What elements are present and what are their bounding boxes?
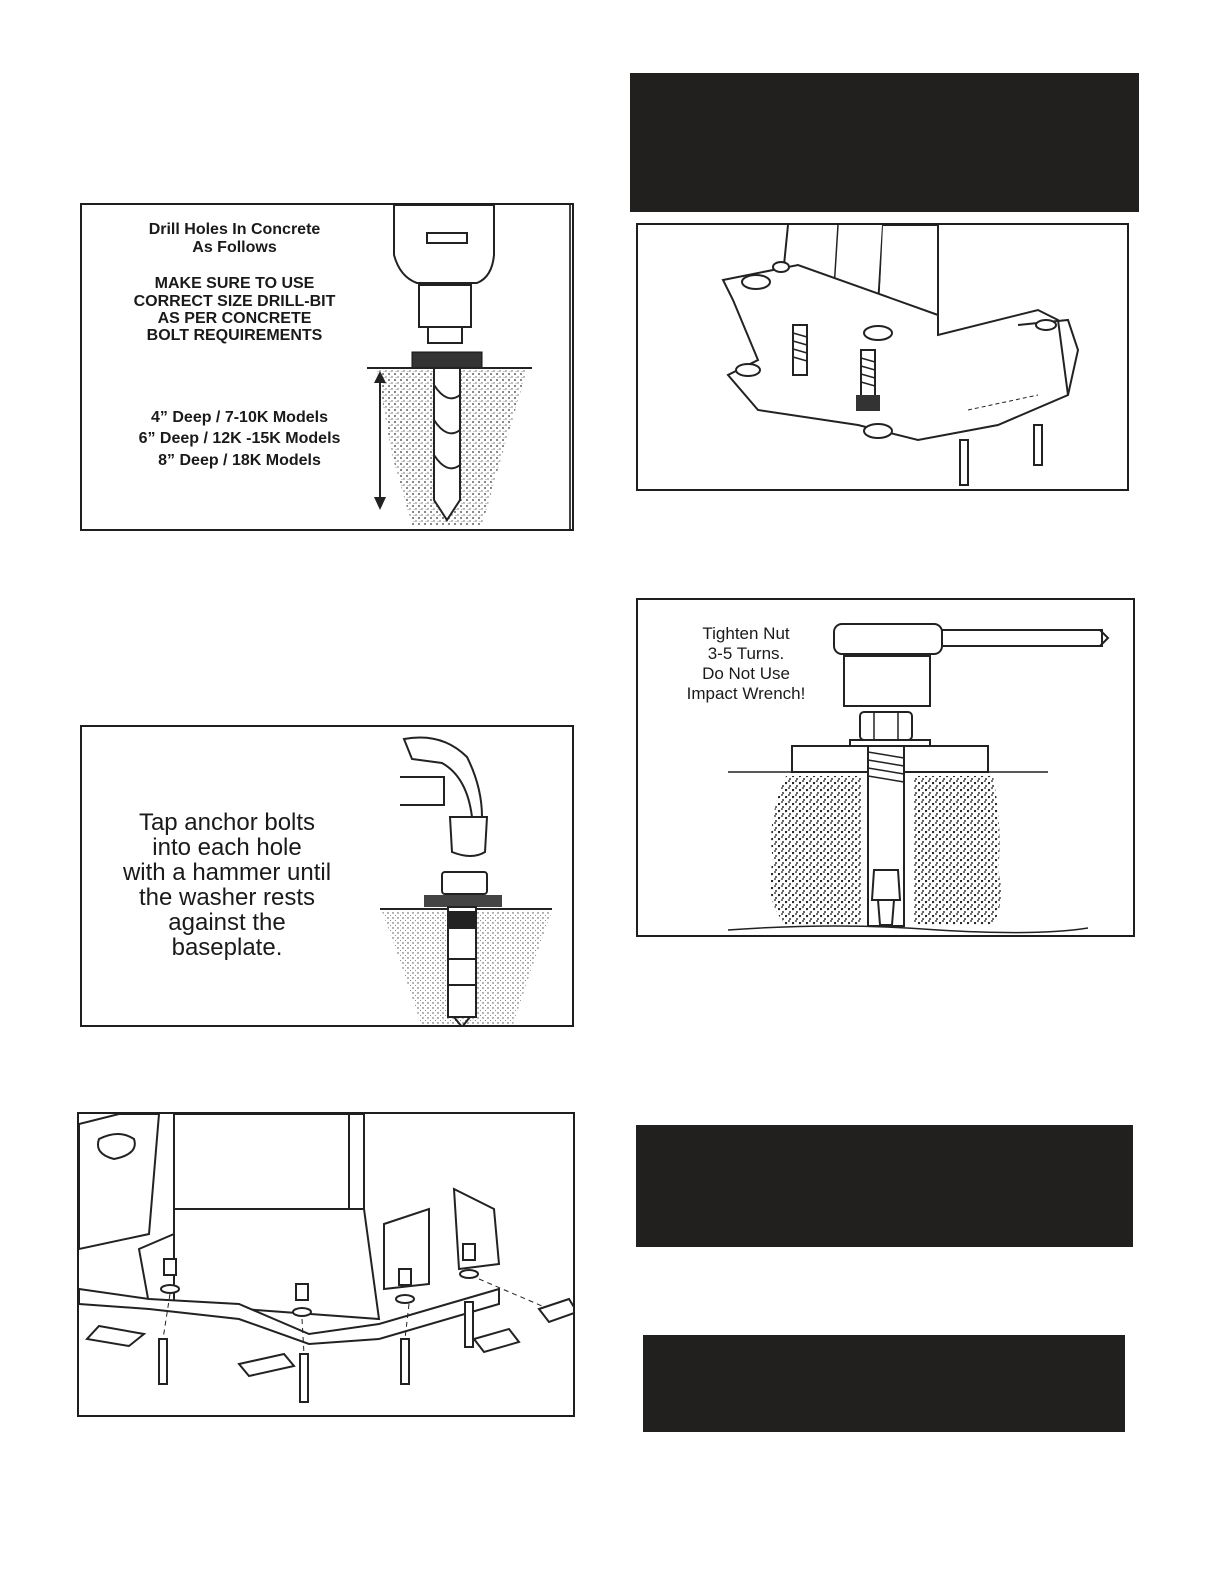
drill-note-line2: CORRECT SIZE DRILL-BIT: [133, 293, 336, 310]
tap-line5: against the: [168, 909, 286, 936]
tap-line6: baseplate.: [171, 934, 283, 961]
drill-holes-panel: Drill Holes In Concrete As Follows MAKE …: [80, 203, 574, 531]
drill-note-line1: MAKE SURE TO USE: [154, 275, 315, 292]
drill-note-line4: BOLT REQUIREMENTS: [146, 327, 323, 344]
bottom-right-black-bar: [643, 1335, 1125, 1432]
drill-depth-line3: 8” Deep / 18K Models: [158, 452, 321, 469]
drill-note-line3: AS PER CONCRETE: [157, 310, 312, 327]
tighten-nut-panel: Tighten Nut 3-5 Turns. Do Not Use Impact…: [636, 598, 1135, 937]
top-right-black-bar: [630, 73, 1139, 212]
tighten-nut-illustration: [727, 623, 1110, 934]
tap-line3: with a hammer until: [122, 859, 332, 886]
shim-install-illustration: [79, 1114, 573, 1403]
tighten-line2: 3-5 Turns.: [707, 644, 785, 663]
middle-right-black-bar: [636, 1125, 1133, 1247]
tighten-line3: Do Not Use: [702, 664, 790, 683]
tighten-line4: Impact Wrench!: [686, 684, 806, 703]
tap-line1: Tap anchor bolts: [138, 809, 316, 836]
shim-install-panel: [77, 1112, 575, 1417]
drill-depth-line1: 4” Deep / 7-10K Models: [151, 409, 328, 426]
drill-depth-line2: 6” Deep / 12K -15K Models: [138, 430, 341, 447]
drill-title-line1: Drill Holes In Concrete: [148, 221, 321, 238]
tap-line4: the washer rests: [138, 884, 316, 911]
tap-anchor-panel: Tap anchor bolts into each hole with a h…: [80, 725, 574, 1027]
tap-anchor-illustration: [380, 736, 552, 1025]
column-base-illustration: [721, 225, 1080, 486]
tighten-line1: Tighten Nut: [702, 624, 790, 643]
column-base-panel: [636, 223, 1129, 491]
tap-line2: into each hole: [152, 834, 302, 861]
drill-illustration: [367, 205, 571, 529]
drill-title-line2: As Follows: [192, 239, 277, 256]
